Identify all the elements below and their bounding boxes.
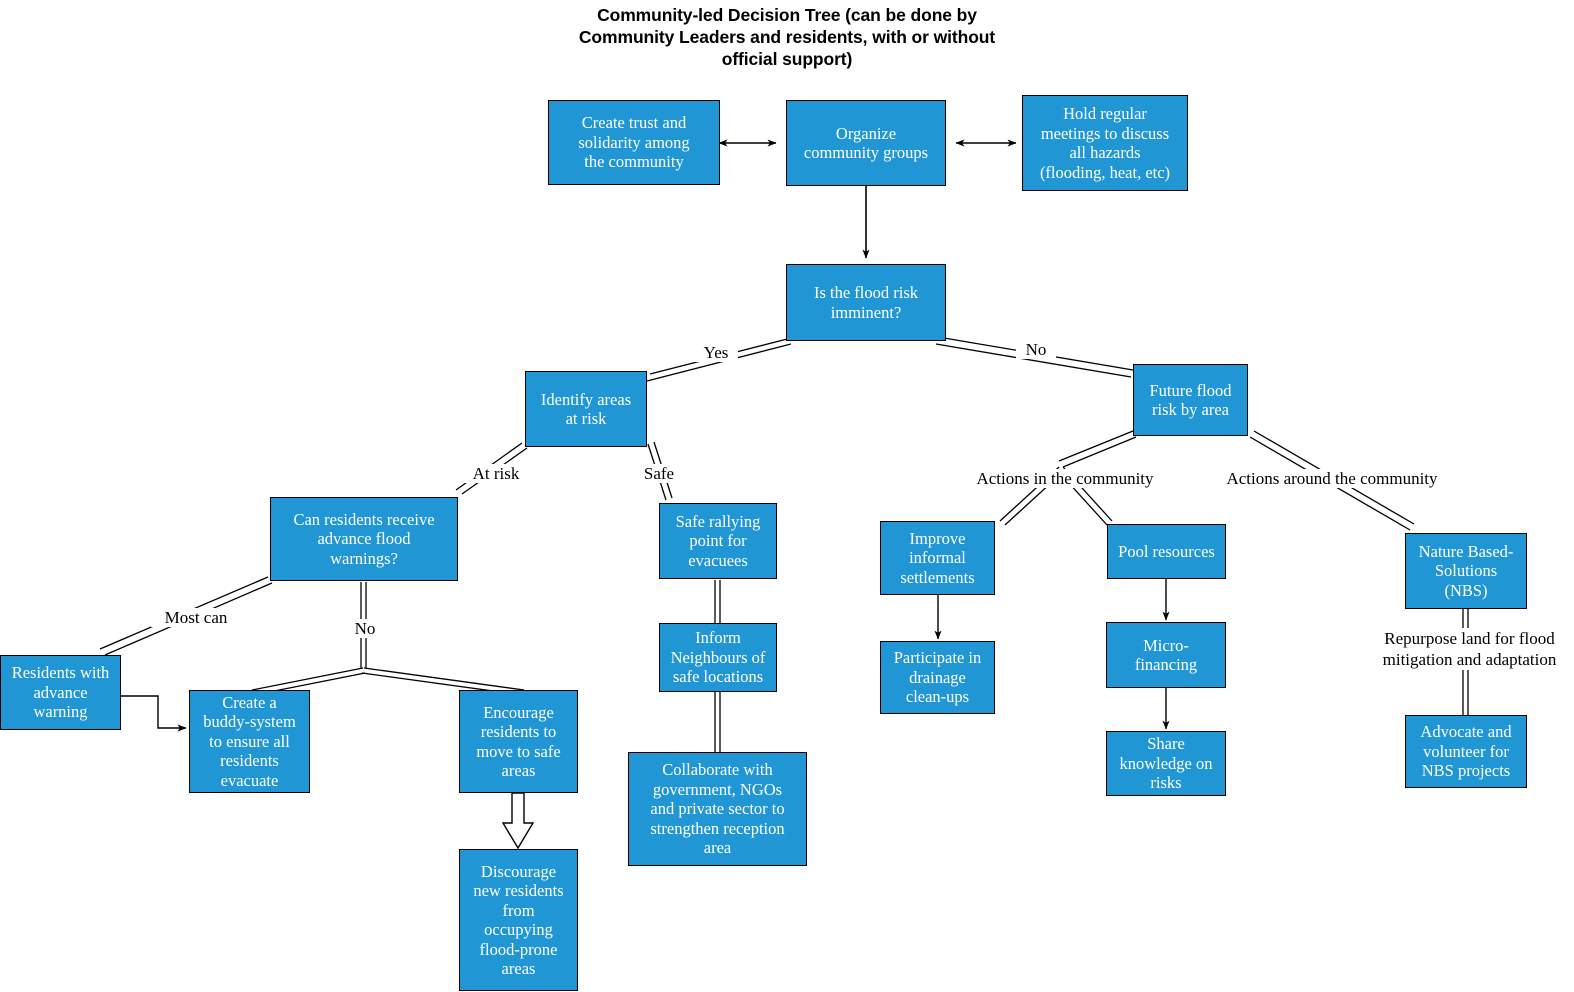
node-discourage-new[interactable]: Discourage new residents from occupying … xyxy=(459,849,578,991)
edge-label-no: No xyxy=(1016,340,1056,359)
edge-inform-to-collaborate xyxy=(714,692,721,752)
node-safe-rallying[interactable]: Safe rallying point for evacuees xyxy=(659,503,777,579)
node-identify-areas[interactable]: Identify areas at risk xyxy=(525,371,647,447)
edge-residents-to-buddy xyxy=(121,695,187,732)
edge-encourage-to-discourage xyxy=(501,792,535,850)
node-collaborate[interactable]: Collaborate with government, NGOs and pr… xyxy=(628,752,807,866)
edge-label-safe: Safe xyxy=(634,464,684,483)
node-pool-resources[interactable]: Pool resources xyxy=(1107,524,1226,579)
node-future-flood-risk[interactable]: Future flood risk by area xyxy=(1133,364,1248,436)
node-organize-groups[interactable]: Organize community groups xyxy=(786,100,946,186)
node-flood-risk-imminent[interactable]: Is the flood risk imminent? xyxy=(786,264,946,341)
node-nature-based[interactable]: Nature Based- Solutions (NBS) xyxy=(1405,533,1527,609)
node-participate-drainage[interactable]: Participate in drainage clean-ups xyxy=(880,641,995,714)
node-improve-settlements[interactable]: Improve informal settlements xyxy=(880,521,995,595)
edge-label-actions-in-community: Actions in the community xyxy=(959,469,1171,488)
edge-label-repurpose-land: Repurpose land for flood mitigation and … xyxy=(1360,628,1574,670)
node-micro-financing[interactable]: Micro- financing xyxy=(1106,622,1226,688)
edge-label-actions-around-community: Actions around the community xyxy=(1208,469,1456,488)
node-buddy-system[interactable]: Create a buddy-system to ensure all resi… xyxy=(189,690,310,793)
page-title: Community-led Decision Tree (can be done… xyxy=(578,5,996,69)
node-advance-warnings[interactable]: Can residents receive advance flood warn… xyxy=(270,497,458,581)
edge-label-most-can: Most can xyxy=(151,608,241,627)
node-residents-advance-warning[interactable]: Residents with advance warning xyxy=(0,655,121,730)
edge-label-no-warnings: No xyxy=(345,619,385,638)
node-create-trust[interactable]: Create trust and solidarity among the co… xyxy=(548,100,720,185)
node-hold-meetings[interactable]: Hold regular meetings to discuss all haz… xyxy=(1022,95,1188,191)
edge-label-at-risk: At risk xyxy=(462,464,530,483)
node-advocate-nbs[interactable]: Advocate and volunteer for NBS projects xyxy=(1405,715,1527,788)
node-share-knowledge[interactable]: Share knowledge on risks xyxy=(1106,731,1226,796)
edge-label-yes: Yes xyxy=(694,343,738,362)
node-encourage-move[interactable]: Encourage residents to move to safe area… xyxy=(459,690,578,793)
node-inform-neighbours[interactable]: Inform Neighbours of safe locations xyxy=(659,623,777,692)
edge-rally-to-inform xyxy=(714,580,721,623)
edge-no-warnings xyxy=(251,582,525,696)
